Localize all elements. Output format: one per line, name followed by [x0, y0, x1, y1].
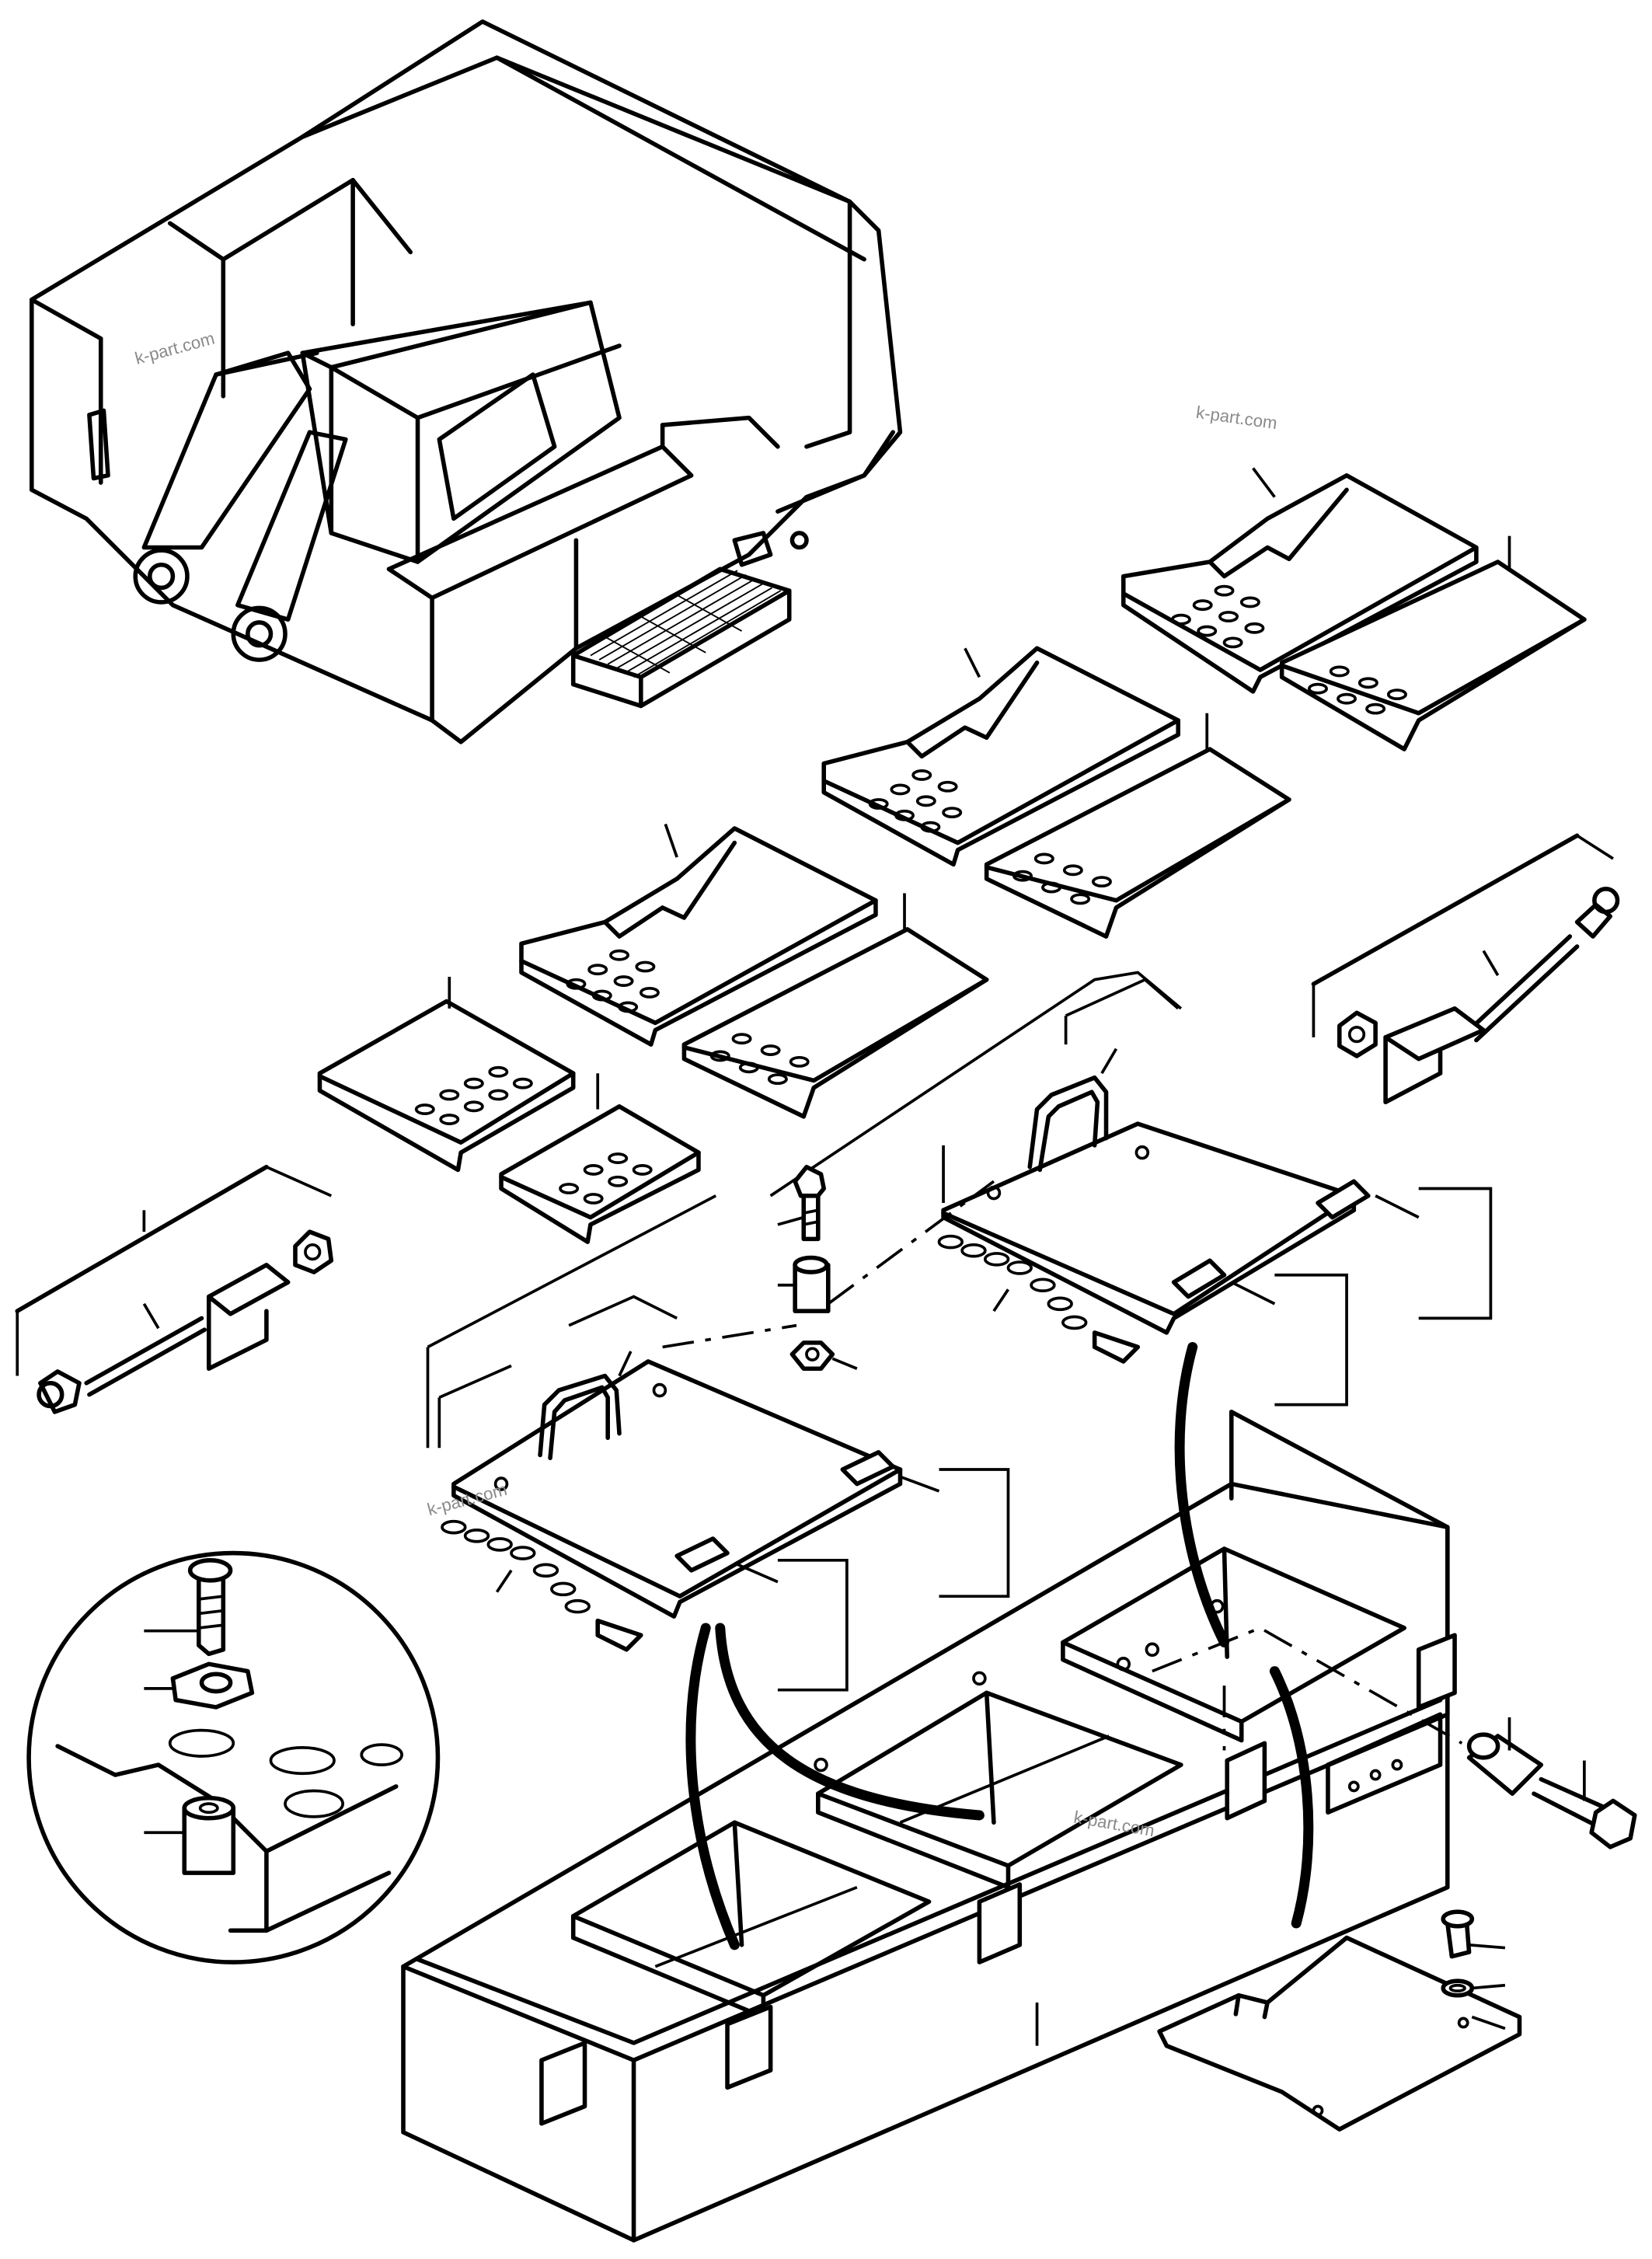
tool-box: [401, 1410, 1463, 2243]
hole-pattern-2: [1308, 665, 1407, 715]
tie-rod-assembly-left: [15, 1164, 334, 1414]
step-hole-pattern: [414, 1065, 533, 1125]
grating-pattern: [581, 565, 782, 678]
hole-pattern-3: [868, 769, 963, 833]
chain: [441, 1234, 1141, 1652]
tie-rod-assembly-right: [1311, 833, 1620, 1105]
step-hole-pattern-2: [559, 1152, 653, 1204]
hole-pattern-6: [709, 1033, 810, 1086]
machine-assembly: [29, 19, 903, 744]
hole-pattern-4: [1012, 852, 1112, 905]
watermark: k-part.com: [1195, 403, 1278, 433]
hole-pattern: [1170, 584, 1265, 649]
guide-arrows: [685, 1341, 1314, 1950]
fastener-detail: [26, 1550, 441, 1964]
step-plates: [317, 976, 701, 1244]
bolt-spacer-nut: [662, 1164, 995, 1372]
cover-plate-left: [426, 1194, 1010, 1692]
grating-plate-upper-middle: [821, 646, 1291, 939]
side-bolt-spacer: [1466, 1717, 1637, 1849]
hole-pattern-5: [566, 949, 660, 1013]
bottom-plate: [1157, 1909, 1522, 2132]
grating-plate-upper-right: [1121, 467, 1587, 751]
watermark: k-part.com: [133, 329, 217, 368]
cover-plate-right: [769, 971, 1493, 1407]
grating-plate-upper-left: [519, 823, 989, 1119]
